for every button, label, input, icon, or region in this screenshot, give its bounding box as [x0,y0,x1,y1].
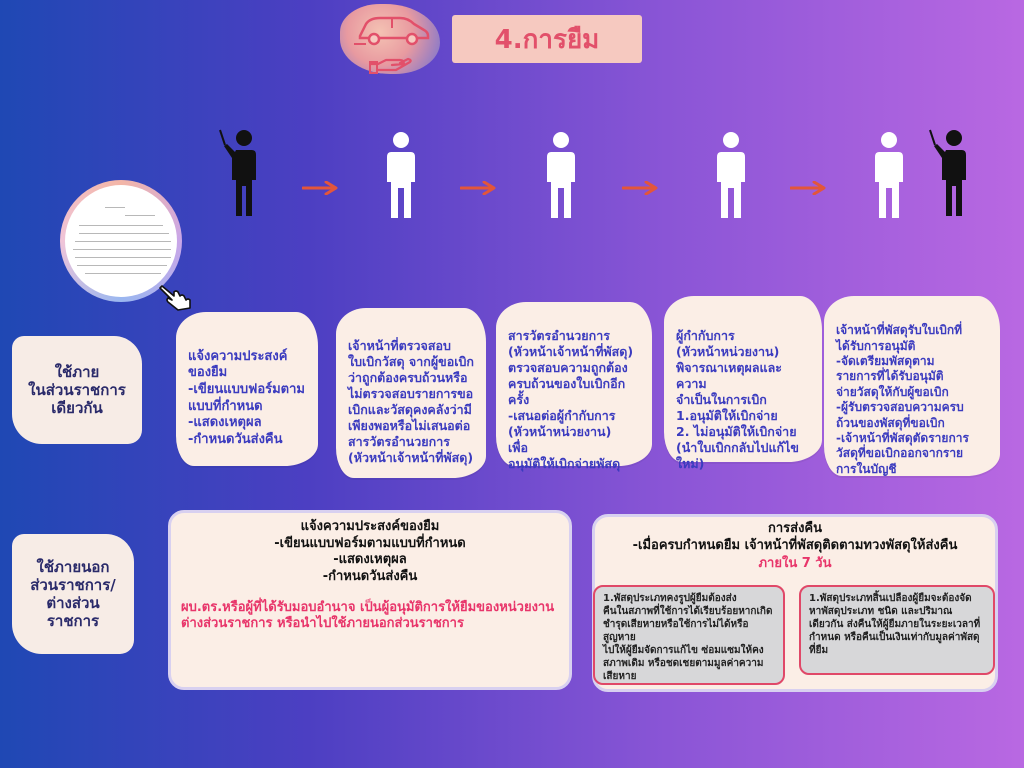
outside-borrow-heading: แจ้งความประสงค์ของยืม -เขียนแบบฟอร์มตามแ… [274,519,466,584]
return-heading: การส่งคืน -เมื่อครบกำหนดยืม เจ้าหน้าที่พ… [632,521,958,553]
step-4-bubble: ผู้กำกับการ (หัวหน้าหน่วยงาน) พิจารณาเหต… [664,296,822,471]
step-3-bubble: สารวัตรอำนวยการ (หัวหน้าเจ้าหน้าที่พัสดุ… [496,302,652,471]
person-pointing-icon [219,129,256,216]
step-2-text: เจ้าหน้าที่ตรวจสอบ ใบเบิกวัสดุ จากผู้ขอเ… [348,338,474,465]
step-5-bubble: เจ้าหน้าที่พัสดุรับใบเบิกที่ ได้รับการอน… [824,296,1000,476]
arrow-right-icon [790,181,826,195]
consumable-item-note: 1.พัสดุประเภทสิ้นเปลืองผู้ยืมจะต้องจัด ห… [799,585,995,675]
open-hand-icon [368,57,412,74]
document-form-icon [60,180,182,302]
step-1-bubble: แจ้งความประสงค์ ของยืม -เขียนแบบฟอร์มตาม… [176,312,318,466]
step-3-text: สารวัตรอำนวยการ (หัวหน้าเจ้าหน้าที่พัสดุ… [508,328,634,471]
arrow-right-icon [622,181,658,195]
person-icon [547,132,575,218]
person-icon [875,132,903,218]
step-4-text: ผู้กำกับการ (หัวหน้าหน่วยงาน) พิจารณาเหต… [676,328,799,471]
person-icon [387,132,415,218]
car-icon [354,16,430,46]
step-1-text: แจ้งความประสงค์ ของยืม -เขียนแบบฟอร์มตาม… [188,348,305,447]
person-icon [717,132,745,218]
outside-agency-label: ใช้ภายนอก ส่วนราชการ/ ต่างส่วน ราชการ [12,534,134,654]
inside-agency-label: ใช้ภาย ในส่วนราชการ เดียวกัน [12,336,142,444]
outside-borrow-panel: แจ้งความประสงค์ของยืม -เขียนแบบฟอร์มตามแ… [168,510,572,690]
arrow-right-icon [460,181,496,195]
return-deadline: ภายใน 7 วัน [758,556,832,572]
page-title: 4.การยืม [494,24,600,55]
approval-note: ผบ.ตร.หรือผู้ที่ได้รับมอบอำนาจ เป็นผู้อน… [181,599,555,632]
durable-item-note: 1.พัสดุประเภทคงรูปผู้ยืมต้องส่ง คืนในสภา… [593,585,785,685]
title-box: 4.การยืม [452,15,642,63]
return-panel: การส่งคืน -เมื่อครบกำหนดยืม เจ้าหน้าที่พ… [592,514,998,692]
hand-pointing-icon [159,285,191,311]
person-pointing-icon [929,129,966,216]
arrow-right-icon [302,181,338,195]
step-5-text: เจ้าหน้าที่พัสดุรับใบเบิกที่ ได้รับการอน… [836,323,969,476]
step-2-bubble: เจ้าหน้าที่ตรวจสอบ ใบเบิกวัสดุ จากผู้ขอเ… [336,308,486,478]
